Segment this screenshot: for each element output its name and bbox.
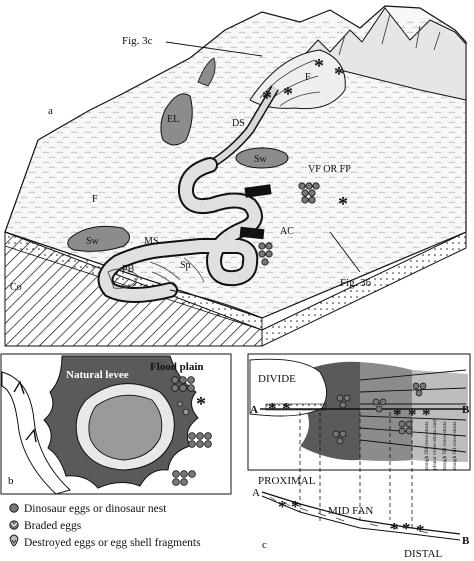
label-f-top: F [305,72,311,83]
legend-item-egg-nest: Dinosaur eggs or dinosaur nest [9,503,167,515]
egg-cluster-c1 [336,394,351,409]
label-a-top: A [250,404,258,416]
panel-letter-a: a [48,105,53,117]
svg-text:trough fill cross-strata: trough fill cross-strata [441,421,448,470]
svg-text:*: * [278,497,287,516]
label-flood-plain: Flood plain [150,361,204,373]
label-distal: DISTAL [404,548,443,560]
label-vf-or-fp: VF OR FP [308,164,351,175]
legend-text-destroyed-egg: Destroyed eggs or egg shell fragments [24,537,201,549]
legend-text-egg-nest: Dinosaur eggs or dinosaur nest [24,503,167,515]
label-sp: Sp [180,260,191,271]
label-sw-left: Sw [86,236,100,247]
braded-egg-icon [9,520,19,530]
egg-cluster-c4 [398,420,413,435]
star-marker-a4: * [314,55,324,77]
label-ms: MS [144,236,158,247]
legend-text-braded-egg: Braded eggs [24,520,82,532]
panel-letter-b: b [8,475,14,487]
label-ds: DS [232,118,245,129]
destroyed-egg-icon [9,534,19,547]
label-pb: PB [122,264,135,275]
star-marker-a1: * [338,193,348,215]
svg-text:*: * [390,519,399,538]
mountain-ridge [299,7,467,101]
egg-cluster-c2 [372,398,387,413]
legend-item-destroyed-egg: Destroyed eggs or egg shell fragments [9,534,201,549]
cross-section-profile [261,491,461,535]
label-co: Co [10,282,22,293]
label-b-bottom: B [462,535,470,547]
label-divide: DIVIDE [258,373,296,385]
panel-a: * * * * * a Fig. 3c Fig. 3b EL F DS Sw V… [4,5,467,347]
svg-text:*: * [416,521,425,540]
ephemeral-lake [160,93,193,146]
star-marker-a3: * [283,83,293,105]
label-f-left: F [92,194,98,205]
label-sw-right: Sw [254,154,268,165]
svg-text:trough fill cross-strata: trough fill cross-strata [451,421,458,470]
star-marker-a5: * [334,63,344,85]
label-proximal: PROXIMAL [258,475,316,487]
svg-text:planar cross-strata sand: planar cross-strata sand [432,418,438,470]
egg-cluster-c3 [332,430,347,445]
panel-c: trough fill cross-strata planar cross-st… [247,353,471,560]
svg-text:*: * [268,399,277,418]
egg-cluster-b2 [188,432,212,448]
label-a-bottom: A [252,487,260,499]
egg-cluster-a2 [258,242,273,266]
svg-text:*: * [291,497,300,516]
egg-cluster-a1 [298,182,320,204]
left-channel [1,371,71,495]
egg-cluster-b3 [172,470,196,486]
fig-callout-bottom: Fig. 3b [340,277,372,289]
egg-cluster-c5 [412,382,427,397]
svg-text:*: * [282,399,291,418]
legend: Dinosaur eggs or dinosaur nest Braded eg… [9,503,201,549]
crevasse-block-lower [239,226,265,240]
svg-text:*: * [408,405,417,424]
cross-section-base [261,495,461,541]
swamp-left [67,225,130,252]
label-natural-levee: Natural levee [66,369,129,381]
point-bar [107,268,139,289]
egg-nest-icon [9,503,19,513]
star-marker-a2: * [262,87,272,109]
svg-text:trough fill cross-strata: trough fill cross-strata [423,421,430,470]
fig-callout-top: Fig. 3c [122,35,153,47]
star-marker-b1: * [196,393,206,415]
label-ac: AC [280,226,294,237]
label-el: EL [167,114,179,125]
panel-b: b Natural levee Flood plain * [0,353,232,495]
swamp-right [235,147,289,169]
svg-text:*: * [393,405,402,424]
panel-letter-c: c [262,539,267,551]
divide-channel [249,358,327,417]
svg-text:*: * [422,405,431,424]
fan-zone-light [412,370,468,462]
label-mid-fan: MID FAN [328,505,373,517]
egg-cluster-b1 [171,376,195,392]
crevasse-block-upper [244,184,272,198]
legend-item-braded-egg: Braded eggs [9,520,82,532]
point-bar-inner [88,394,163,461]
svg-text:*: * [402,519,411,538]
fan-zone-mid [360,362,412,461]
label-b-top: B [462,404,470,416]
